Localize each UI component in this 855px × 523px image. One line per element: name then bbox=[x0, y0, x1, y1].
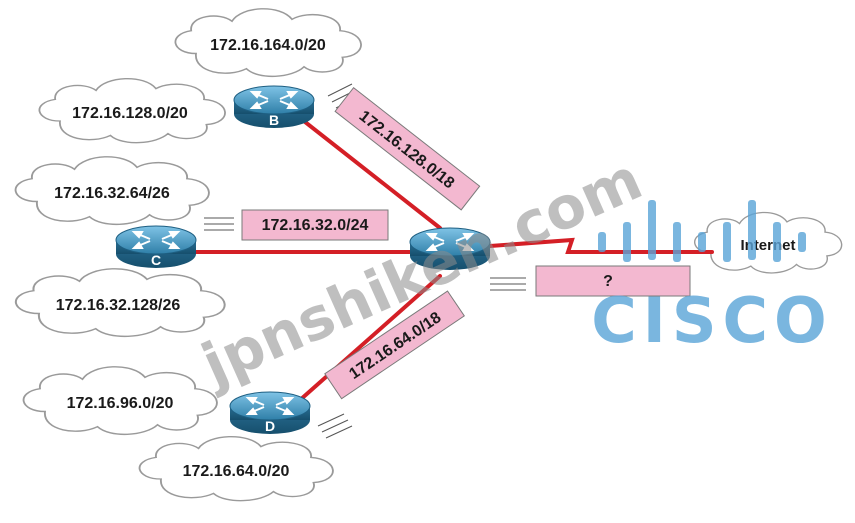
interface-marks bbox=[204, 83, 526, 439]
cloud-internet: Internet bbox=[693, 211, 843, 274]
router-d: D bbox=[229, 391, 311, 435]
summary-b: 172.16.128.0/18 bbox=[334, 87, 481, 211]
link-a-b bbox=[298, 116, 442, 230]
cloud-d-bottom: 172.16.64.0/20 bbox=[138, 435, 334, 502]
router-d-label: D bbox=[265, 418, 275, 434]
cloud-d-left-label: 172.16.96.0/20 bbox=[67, 395, 174, 412]
cloud-c-bottom: 172.16.32.128/26 bbox=[14, 267, 226, 338]
cloud-b-top-label: 172.16.164.0/20 bbox=[210, 37, 326, 54]
link-a-d bbox=[298, 274, 442, 402]
cloud-d-bottom-label: 172.16.64.0/20 bbox=[183, 463, 290, 480]
summary-internet: ? bbox=[535, 265, 691, 297]
cloud-c-bottom-label: 172.16.32.128/26 bbox=[56, 297, 181, 314]
summary-c: 172.16.32.0/24 bbox=[241, 209, 389, 241]
summary-b-label: 172.16.128.0/18 bbox=[356, 108, 458, 193]
router-b: B bbox=[233, 85, 315, 129]
summary-internet-label: ? bbox=[603, 273, 613, 290]
router-c: C bbox=[115, 225, 197, 269]
cloud-b-left: 172.16.128.0/20 bbox=[38, 77, 226, 144]
router-b-label: B bbox=[269, 112, 279, 128]
cloud-c-top: 172.16.32.64/26 bbox=[14, 155, 210, 226]
link-a-internet bbox=[488, 237, 714, 254]
cloud-d-left: 172.16.96.0/20 bbox=[22, 365, 218, 436]
cloud-b-top: 172.16.164.0/20 bbox=[174, 7, 362, 78]
cisco-logo: CISCO bbox=[591, 200, 832, 357]
router-c-label: C bbox=[151, 252, 161, 268]
cloud-b-left-label: 172.16.128.0/20 bbox=[72, 105, 188, 122]
cisco-brand-text: CISCO bbox=[591, 284, 832, 357]
cloud-c-top-label: 172.16.32.64/26 bbox=[54, 185, 170, 202]
summary-c-label: 172.16.32.0/24 bbox=[262, 217, 369, 234]
links bbox=[188, 116, 714, 402]
